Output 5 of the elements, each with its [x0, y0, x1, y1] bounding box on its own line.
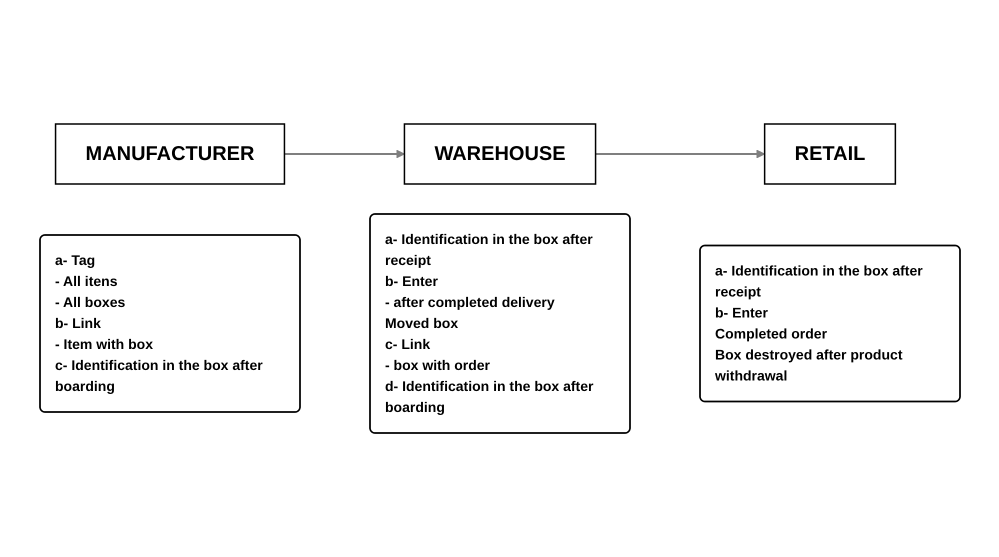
- arrow: [595, 150, 765, 158]
- node-box: WAREHOUSE: [403, 123, 596, 185]
- arrow: [284, 150, 404, 158]
- node-box: MANUFACTURER: [54, 123, 285, 185]
- node-box: RETAIL: [763, 123, 896, 185]
